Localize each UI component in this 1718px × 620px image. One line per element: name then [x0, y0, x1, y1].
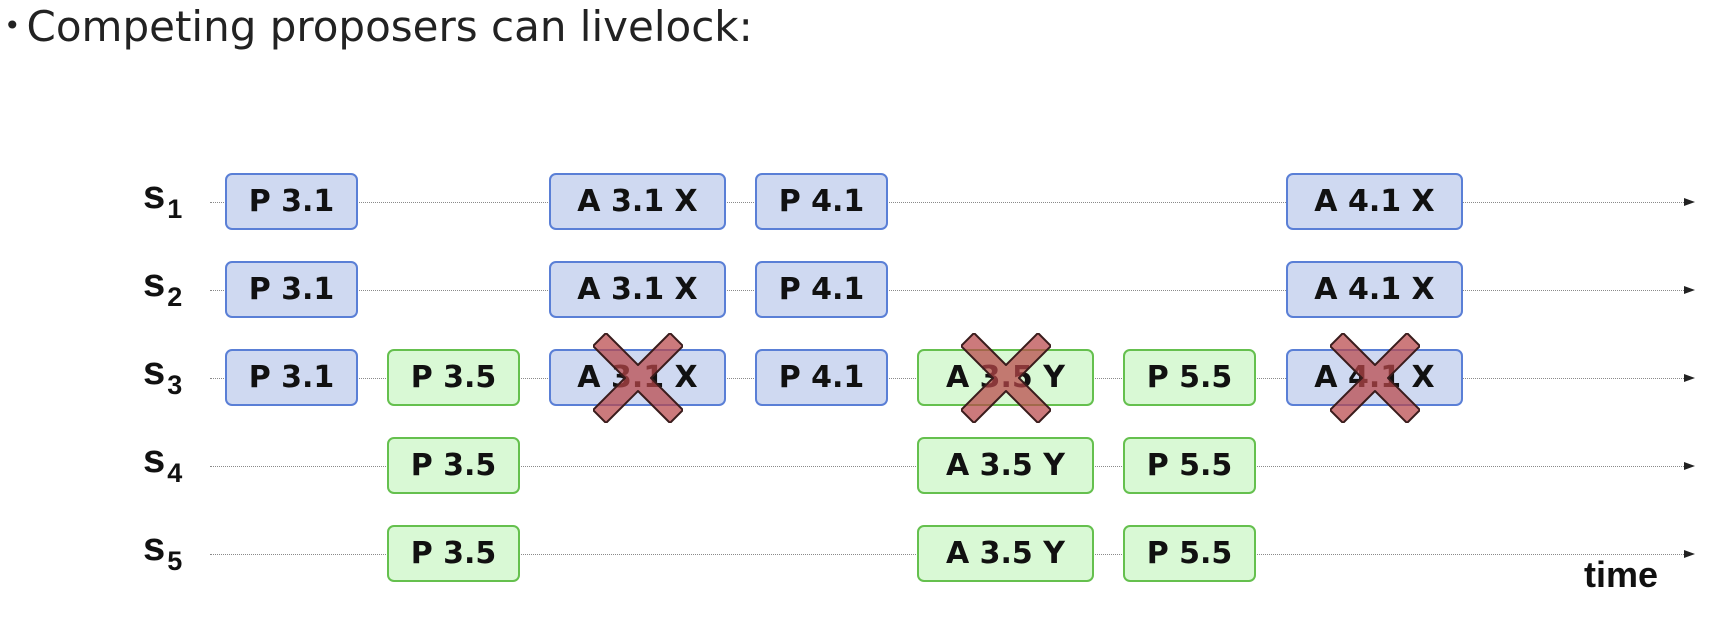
time-axis-label: time: [1584, 554, 1659, 595]
message-box-prepare: P 5.5: [1123, 525, 1256, 582]
message-box-accept: A 3.5 Y: [917, 525, 1094, 582]
arrowhead-s5: [1684, 550, 1695, 558]
message-box-accept-rejected: A 3.5 Y: [917, 349, 1094, 406]
timeline-s2: [210, 290, 1684, 291]
message-box-accept: A 3.5 Y: [917, 437, 1094, 494]
message-box-prepare: P 3.1: [225, 173, 358, 230]
message-box-prepare: P 3.1: [225, 261, 358, 318]
timeline-s1: [210, 202, 1684, 203]
message-box-prepare: P 3.1: [225, 349, 358, 406]
slide-bullet-text: Competing proposers can livelock:: [26, 2, 753, 51]
arrowhead-s4: [1684, 462, 1695, 470]
message-box-prepare: P 4.1: [755, 261, 888, 318]
server-label-s3: s3: [143, 349, 183, 400]
message-box-accept: A 4.1 X: [1286, 173, 1463, 230]
slide-bullet-point: •Competing proposers can livelock:: [4, 2, 753, 51]
message-box-prepare: P 3.5: [387, 349, 520, 406]
message-box-accept-rejected: A 3.1 X: [549, 349, 726, 406]
server-label-s1: s1: [143, 173, 183, 224]
message-box-prepare: P 3.5: [387, 437, 520, 494]
arrowhead-s1: [1684, 198, 1695, 206]
message-box-prepare: P 5.5: [1123, 437, 1256, 494]
server-label-s2: s2: [143, 261, 183, 312]
server-label-s5: s5: [143, 525, 183, 576]
message-box-prepare: P 4.1: [755, 349, 888, 406]
bullet-dot: •: [4, 9, 21, 42]
arrowhead-s3: [1684, 374, 1695, 382]
message-box-prepare: P 3.5: [387, 525, 520, 582]
message-box-accept: A 3.1 X: [549, 173, 726, 230]
server-label-s4: s4: [143, 437, 183, 488]
message-box-accept-rejected: A 4.1 X: [1286, 349, 1463, 406]
message-box-prepare: P 4.1: [755, 173, 888, 230]
message-box-prepare: P 5.5: [1123, 349, 1256, 406]
message-box-accept: A 4.1 X: [1286, 261, 1463, 318]
arrowhead-s2: [1684, 286, 1695, 294]
message-box-accept: A 3.1 X: [549, 261, 726, 318]
